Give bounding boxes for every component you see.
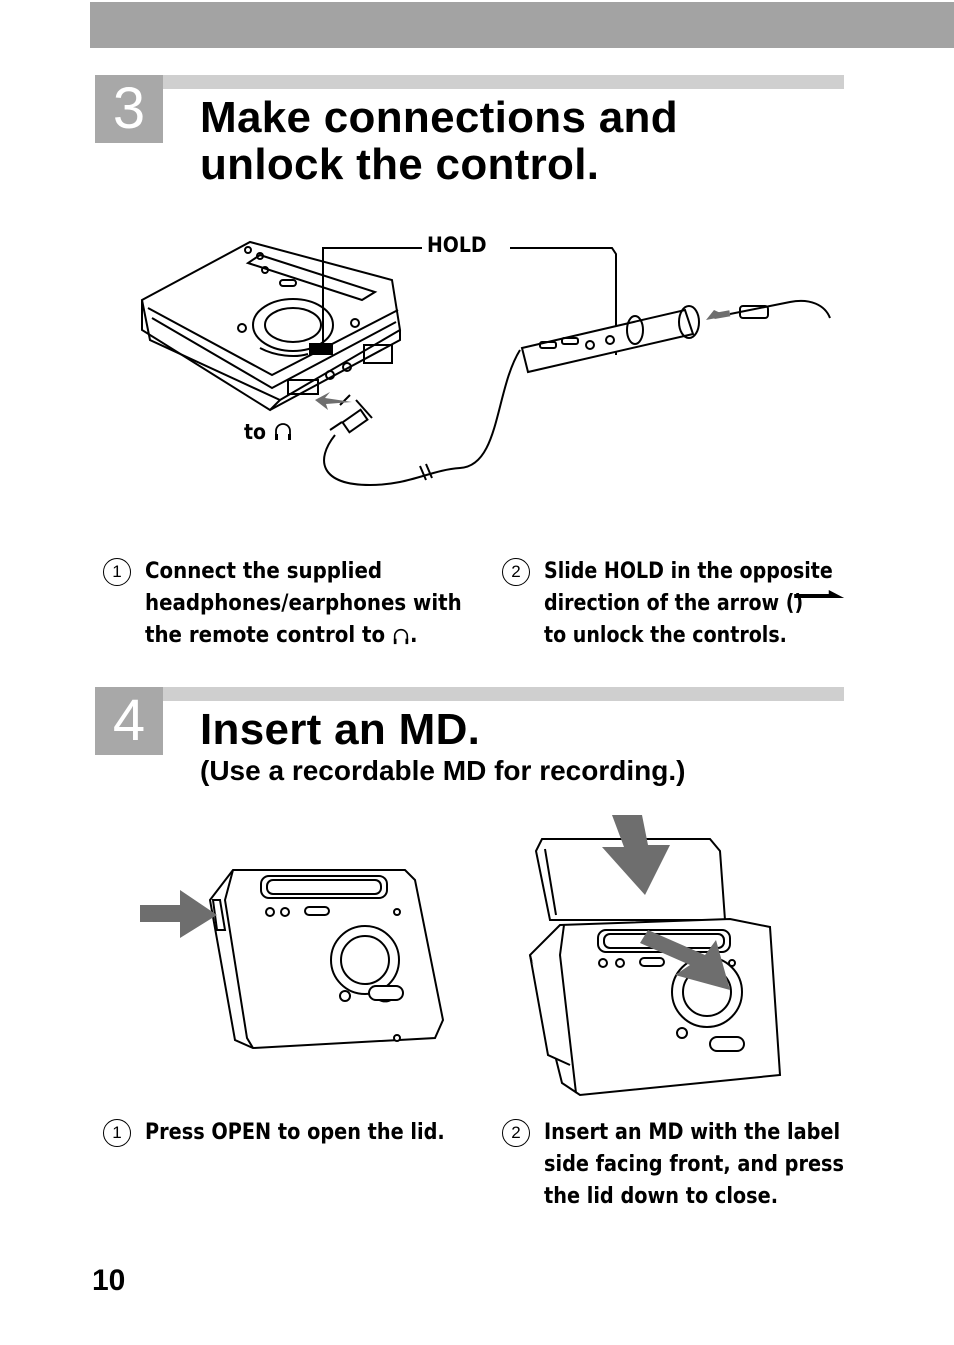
step-3-2-text: Slide HOLD in the opposite direction of … — [544, 556, 845, 652]
arrow-right-icon — [794, 590, 845, 598]
step-4-2-line1: Insert an MD with the label — [544, 1120, 841, 1145]
section-3-title-line2: unlock the control. — [200, 140, 600, 189]
step-4-2-line3: the lid down to close. — [544, 1184, 779, 1209]
to-label: to — [244, 420, 267, 444]
step-3-1-text: Connect the supplied headphones/earphone… — [145, 556, 462, 652]
step-3-2-line2: direction of the arrow () — [544, 588, 845, 620]
section-4-subtitle: (Use a recordable MD for recording.) — [200, 755, 686, 786]
section-3-rule — [163, 75, 844, 89]
hold-label: HOLD — [427, 233, 487, 257]
step-3-2-line3: to unlock the controls. — [544, 623, 787, 648]
step-3-1-suffix: . — [409, 623, 418, 648]
headphone-icon — [393, 628, 409, 645]
to-headphone-label: to — [244, 420, 293, 444]
step-4-2-text: Insert an MD with the label side facing … — [544, 1117, 844, 1213]
section-4-rule — [163, 687, 844, 701]
step-3-1-line2: headphones/earphones with — [145, 591, 462, 616]
section-3-title-line1: Make connections and — [200, 93, 678, 142]
step-3-1-line3: the remote control to . — [145, 620, 462, 652]
step-3-2-line1: Slide HOLD in the opposite — [544, 559, 833, 584]
step-4-badge: 4 — [95, 687, 163, 755]
step-4-1-line1: Press OPEN to open the lid. — [145, 1120, 445, 1145]
step-4-1-number: 1 — [103, 1119, 131, 1147]
step-3-badge: 3 — [95, 75, 163, 143]
page-number: 10 — [92, 1264, 126, 1297]
header-band — [90, 2, 954, 48]
step-3-2-line2-pre: direction of the arrow ( — [544, 591, 795, 616]
insert-md-illustration — [528, 815, 782, 1097]
step-3-2-line2-post: ) — [794, 591, 804, 616]
section-4-title: Insert an MD. — [200, 705, 481, 754]
connection-illustration — [140, 240, 831, 487]
step-4-1-text: Press OPEN to open the lid. — [145, 1117, 445, 1149]
headphone-icon — [274, 423, 291, 440]
open-lid-illustration — [140, 869, 445, 1050]
step-3-1-line1: Connect the supplied — [145, 559, 383, 584]
step-3-1-number: 1 — [103, 558, 131, 586]
step-4-2-number: 2 — [502, 1119, 530, 1147]
step-3-2-number: 2 — [502, 558, 530, 586]
step-4-2-line2: side facing front, and press — [544, 1152, 845, 1177]
step-3-1-line3-text: the remote control to — [145, 623, 386, 648]
